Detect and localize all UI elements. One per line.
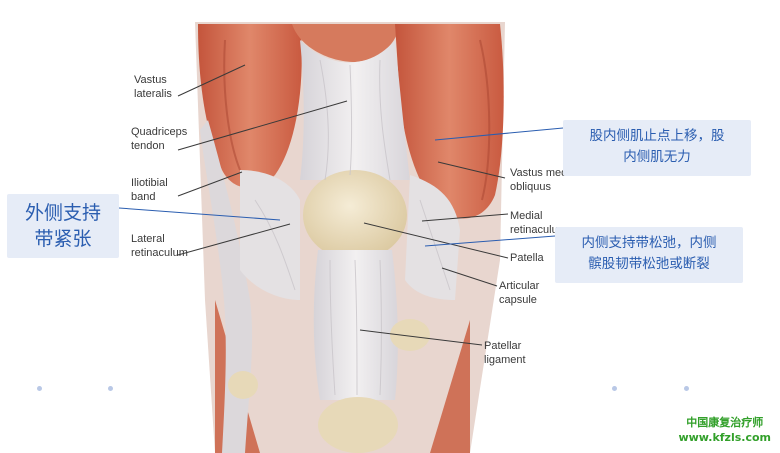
callout-medial-retinaculum-lax: 内侧支持带松弛，内侧 髌股韧带松弛或断裂 — [555, 227, 743, 283]
label-vastus-lateralis: Vastus lateralis — [134, 73, 172, 101]
decor-dot — [612, 386, 617, 391]
decor-dot — [108, 386, 113, 391]
callout-vastus-medialis-weak: 股内侧肌止点上移，股 内侧肌无力 — [563, 120, 751, 176]
label-patella: Patella — [510, 251, 544, 265]
decor-dot — [37, 386, 42, 391]
medial-condyle — [390, 319, 430, 351]
watermark-title: 中国康复治疗师 — [678, 415, 771, 430]
callout-lateral-retinaculum-tight: 外侧支持 带紧张 — [7, 194, 119, 258]
label-articular-capsule: Articular capsule — [499, 279, 539, 307]
label-patellar-ligament: Patellar ligament — [484, 339, 526, 367]
patella-bone — [303, 170, 407, 260]
tibial-tuberosity — [318, 397, 398, 453]
label-iliotibial-band: Iliotibial band — [131, 176, 168, 204]
watermark-url: www.kfzls.com — [678, 430, 771, 445]
decor-dot — [684, 386, 689, 391]
fibular-head — [228, 371, 258, 399]
label-lateral-retinaculum: Lateral retinaculum — [131, 232, 188, 260]
watermark: 中国康复治疗师 www.kfzls.com — [678, 415, 771, 445]
label-quadriceps-tendon: Quadriceps tendon — [131, 125, 187, 153]
